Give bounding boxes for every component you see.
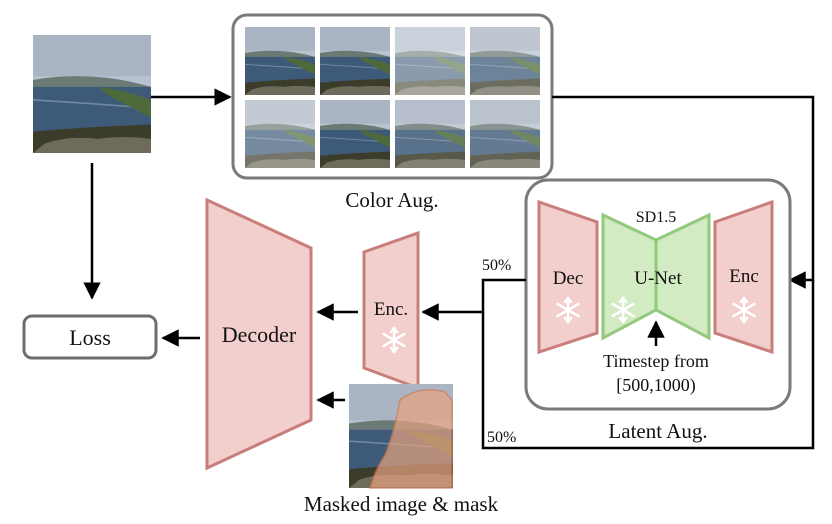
sd-version-label: SD1.5 bbox=[636, 209, 676, 226]
dec-label: Dec bbox=[553, 268, 584, 289]
arrow-coloraug-to-latent bbox=[552, 95, 815, 289]
decoder-block bbox=[205, 197, 313, 471]
loss-box bbox=[22, 314, 158, 360]
pct-top-label: 50% bbox=[482, 257, 511, 274]
decoder-label: Decoder bbox=[222, 322, 297, 347]
source-image bbox=[33, 35, 151, 153]
masked-label: Masked image & mask bbox=[304, 492, 499, 516]
timestep-line1: Timestep from bbox=[603, 351, 709, 371]
snowflake-icon bbox=[611, 296, 635, 324]
enc-block bbox=[713, 199, 774, 355]
color-aug-label: Color Aug. bbox=[345, 188, 438, 212]
loss-label: Loss bbox=[69, 325, 111, 350]
unet-label: U-Net bbox=[634, 268, 682, 289]
latent-aug-label: Latent Aug. bbox=[608, 419, 707, 443]
arrow-latent-to-enc bbox=[421, 278, 526, 321]
dec-block bbox=[537, 199, 599, 355]
snowflake-icon bbox=[382, 326, 406, 354]
enc-label: Enc bbox=[729, 266, 759, 287]
enc-small-label: Enc. bbox=[374, 299, 408, 320]
masked-image bbox=[349, 384, 453, 489]
snowflake-icon bbox=[732, 296, 756, 324]
bypass-path bbox=[481, 280, 815, 450]
pct-bottom-label: 50% bbox=[487, 429, 516, 446]
unet-right bbox=[654, 212, 711, 341]
timestep-line2: [500,1000) bbox=[616, 375, 696, 396]
snowflake-icon bbox=[556, 296, 580, 324]
